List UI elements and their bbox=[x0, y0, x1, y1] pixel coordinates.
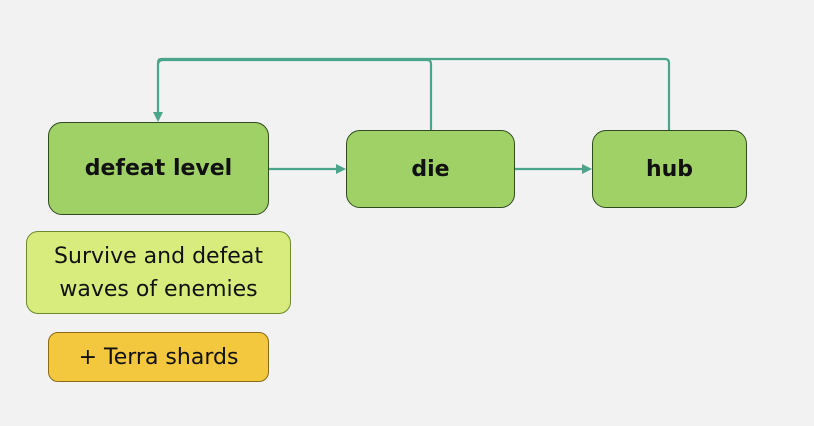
edge-hub-to-defeat bbox=[156, 57, 671, 130]
node-hub-label: hub bbox=[645, 156, 694, 182]
note-reward: + Terra shards bbox=[48, 332, 269, 382]
note-description-text: Survive and defeat waves of enemies bbox=[54, 243, 263, 302]
edge-die-to-defeat bbox=[156, 58, 433, 130]
arrowhead-die bbox=[336, 164, 346, 174]
arrowhead-defeat bbox=[153, 112, 163, 122]
arrowhead-hub bbox=[582, 164, 592, 174]
node-defeat-level: defeat level bbox=[48, 122, 269, 215]
node-die-label: die bbox=[411, 156, 450, 182]
note-reward-text: + Terra shards bbox=[78, 344, 239, 370]
node-die: die bbox=[346, 130, 515, 208]
node-defeat-level-label: defeat level bbox=[84, 156, 233, 181]
node-hub: hub bbox=[592, 130, 747, 208]
note-description: Survive and defeat waves of enemies bbox=[26, 231, 291, 314]
